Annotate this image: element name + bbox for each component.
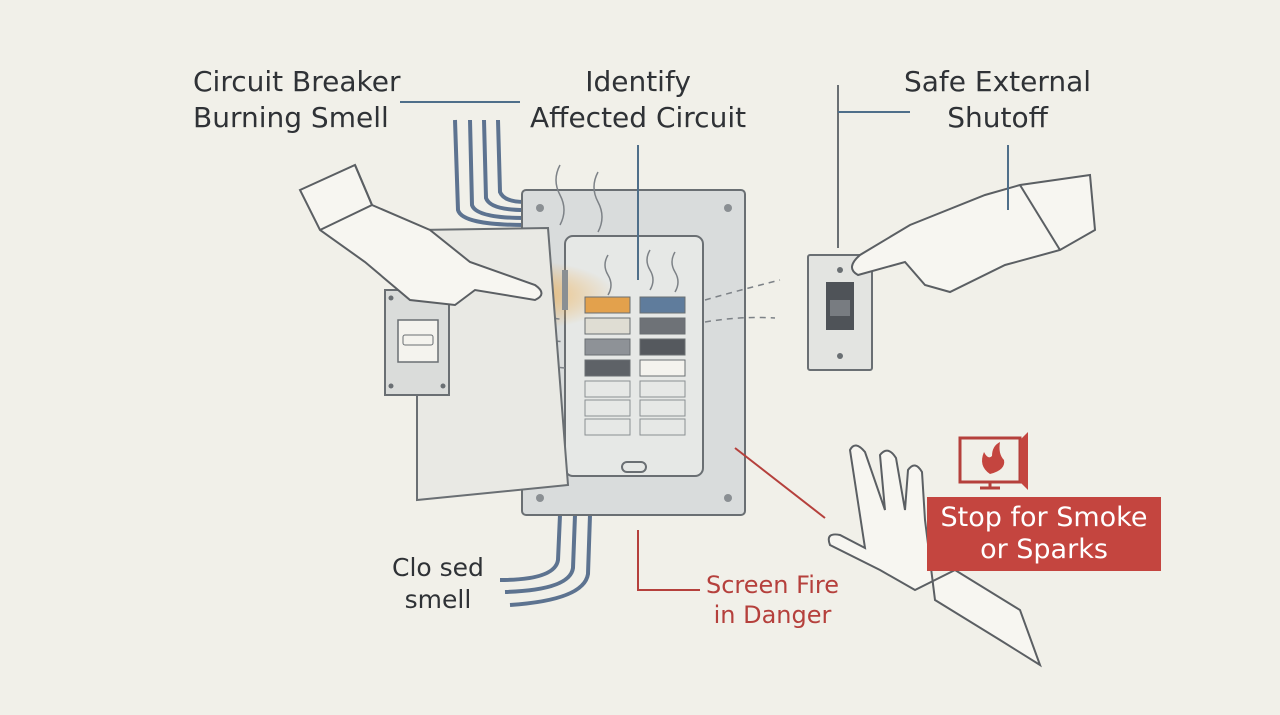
breaker-switch [584,296,631,314]
label-line: Burning Smell [193,101,389,134]
breaker-switch [639,338,686,356]
external-shutoff-switch [807,85,873,371]
breaker-slot [639,418,686,436]
label-line: in Danger [713,601,832,629]
breaker-switch [639,296,686,314]
door-hinge [562,270,568,310]
stop-hand-icon [827,444,1042,668]
breaker-switch [639,317,686,335]
wire-bundle-bottom [499,514,592,607]
label-line: Clo sed [392,553,484,582]
panel-latch [621,461,647,473]
breaker-slot [584,418,631,436]
breaker-slot [639,399,686,417]
wire-bundle-top [453,119,526,227]
banner-line: Stop for Smoke [940,502,1148,533]
fire-monitor-icon [958,432,1028,490]
smoke-wisps [555,164,679,296]
label-line: Affected Circuit [530,101,747,134]
breaker-slot [584,399,631,417]
banner-line: or Sparks [980,534,1108,565]
breaker-slot [639,380,686,398]
label-line: Identify [585,65,691,98]
panel-screw [536,204,544,212]
label-line: Shutoff [947,101,1048,134]
breaker-switch [639,359,686,377]
danger-callout-lines [637,447,826,591]
stop-warning-banner: Stop for Smoke or Sparks [927,497,1161,571]
panel-screw [536,494,544,502]
label-screen-fire-in-danger: Screen Fire in Danger [706,570,839,630]
callout-lines [400,101,1009,280]
breaker-switch [584,317,631,335]
breaker-switch [584,359,631,377]
label-closed-smell: Clo sed smell [392,552,484,616]
label-safe-external-shutoff: Safe External Shutoff [904,64,1091,136]
label-line: Circuit Breaker [193,65,401,98]
label-line: Screen Fire [706,571,839,599]
label-line: Safe External [904,65,1092,98]
breaker-switch [584,338,631,356]
label-identify-affected-circuit: Identify Affected Circuit [530,64,746,136]
left-switch-plate [384,289,450,396]
label-circuit-breaker-burning-smell: Circuit Breaker Burning Smell [193,64,400,136]
label-line: smell [404,585,472,614]
left-pointing-hand-icon [298,163,543,307]
breaker-slot [584,380,631,398]
right-pointing-hand-icon [851,173,1097,294]
panel-screw [724,204,732,212]
panel-screw [724,494,732,502]
